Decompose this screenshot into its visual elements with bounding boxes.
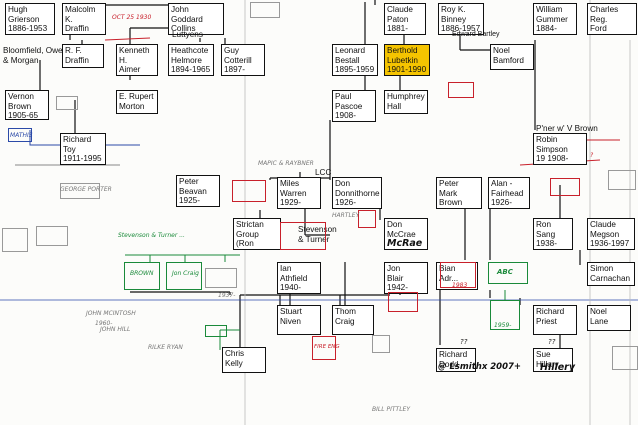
sketch-box [550,178,580,196]
sketch-box [166,262,202,290]
box-robin-simpson: Robin Simpson 19 1908-1947 [533,133,587,165]
box-richard-toy: Richard Toy 1911-1995 [60,133,106,165]
sketch-box [250,2,280,18]
box-alan-fairhead: Alan - Fairhead 1926- [488,177,530,209]
box-paul-pascoe: Paul Pascoe 1908-1976 [332,90,376,122]
handwritten-note: GEORGE PORTER [60,186,112,193]
handwritten-hillery: Hillery [540,362,576,373]
label-partner-brown: P'ner w' V Brown [536,124,598,133]
handwritten-note: MATHIS [10,132,33,139]
handwritten-note: FIRE ENG [314,344,340,350]
sketch-box [312,336,336,360]
handwritten-abc: ABC [497,268,513,276]
sketch-box [358,210,376,228]
sketch-box [232,180,266,202]
box-berthold-lubetkin: Berthold Lubetkin 1901-1990 [384,44,430,76]
handwritten-note: 1937- [218,292,236,299]
handwritten-mcrae: McRae [387,238,423,249]
sketch-box [205,325,227,337]
handwritten-question: ?? [460,338,468,346]
sketch-box [36,226,68,246]
box-jon-blair: Jon Blair 1942- [384,262,428,294]
box-ron-sang: Ron Sang 1938- [533,218,573,250]
handwritten-signature: @ Lsmithx 2007+ [438,362,522,372]
sketch-box [60,183,100,199]
box-simon-carnachan: Simon Carnachan [587,262,635,286]
box-peter-brown: Peter Mark Brown 1929-78 [436,177,482,209]
box-chris-kelly: Chris Kelly [222,347,266,373]
box-kenneth-aimer: Kenneth H. Aimer 1891-1960 [116,44,158,76]
box-stuart-niven: Stuart Niven [277,305,321,335]
box-don-mcrae: Don McCrae [384,218,428,250]
box-peter-beavan: Peter Beavan 1925- [176,175,220,207]
box-william-gummer: William Gummer 1884-1966 [533,3,577,35]
label-lcc: LCC [315,168,332,177]
box-guy-cotterill: Guy Cotterill 1897-1981 [221,44,265,76]
handwritten-note: 1983 [452,282,468,289]
sketch-box [388,292,418,312]
sketch-box [608,170,636,190]
box-ian-athfield: Ian Athfield 1940- [277,262,321,294]
box-rupert-morton: E. Rupert Morton [116,90,158,114]
box-rf-draffin: R. F. Draffin [62,44,104,68]
box-richard-dodd: Richard Dodd [436,348,476,372]
handwritten-note: ? [590,152,594,159]
sketch-box [205,268,237,288]
box-don-donnithorne: Don Donnithorne 1926- [332,177,382,209]
handwritten-note: Stevenson & Turner ... [118,232,185,239]
handwritten-question: ?? [548,338,556,346]
box-bian-adr: Bian Adr... [436,262,478,290]
label-luttyens: Luttyens [172,30,203,39]
handwritten-note: BILL PITTLEY [372,406,410,413]
box-charles-ford: Charles Reg. Ford 1880-1972 [587,3,637,35]
box-hugh-grierson: Hugh Grierson 1886-1953 [5,3,55,35]
box-thom-craig: Thom Craig [332,305,374,335]
handwritten-note: 1959- [494,322,512,329]
sketch-box [440,262,476,288]
box-vernon-brown: Vernon Brown 1905-65 [5,90,49,120]
handwritten-note: OCT 25 1930 [112,14,152,21]
box-claude-paton: Claude Paton 1881-1953 [384,3,426,35]
box-claude-megson: Claude Megson 1936-1997 [587,218,635,250]
box-noel-bamford: Noel Bamford [490,44,534,70]
box-john-collins: John Goddard Collins 1886-1973 [168,3,224,35]
box-sue-hillary: Sue Hillary [533,348,573,372]
label-stevenson-turner: Stevenson & Turner [298,225,337,244]
box-roy-binney: Roy K. Binney 1886-1957 [438,3,484,35]
handwritten-note: BROWN [130,270,154,277]
sketch-box [372,335,390,353]
box-leonard-bestall: Leonard Bestall 1895-1959 [332,44,378,76]
handwritten-note: MAPIC & RAYBNER [258,160,314,167]
sketch-box [280,222,326,250]
box-strictan-group: Strictan Group (Ron Mustoe) [233,218,281,250]
box-humphrey-hall: Humphrey Hall [384,90,428,114]
sketch-box [612,346,638,370]
handwritten-note: JOHN MCINTOSH [86,310,136,317]
box-heathcote-helmore: Heathcote Helmore 1894-1965 [168,44,214,76]
handwritten-note: RILKE RYAN [148,344,183,351]
sketch-box [490,300,520,330]
handwritten-note: 1960- [95,320,113,327]
box-miles-warren: Miles Warren 1929- [277,177,321,209]
sketch-box [8,128,32,142]
sketch-box [124,262,160,290]
label-bloomfield: Bloomfield, Owen & Morgan [3,46,68,65]
handwritten-note: JOHN HILL [100,326,131,333]
handwritten-note: HARTLEY [332,212,360,219]
handwritten-note: Jon Craig [172,270,199,277]
sketch-box [2,228,28,252]
sketch-box [448,82,474,98]
sketch-box [488,262,528,284]
box-malcolm-draffin: Malcolm K. Draffin 1890-1964 [62,3,106,35]
box-noel-lane: Noel Lane [587,305,631,331]
label-edward-bartley: Edward Bartley [452,31,500,38]
sketch-box [56,96,78,110]
box-richard-priest: Richard Priest [533,305,577,335]
